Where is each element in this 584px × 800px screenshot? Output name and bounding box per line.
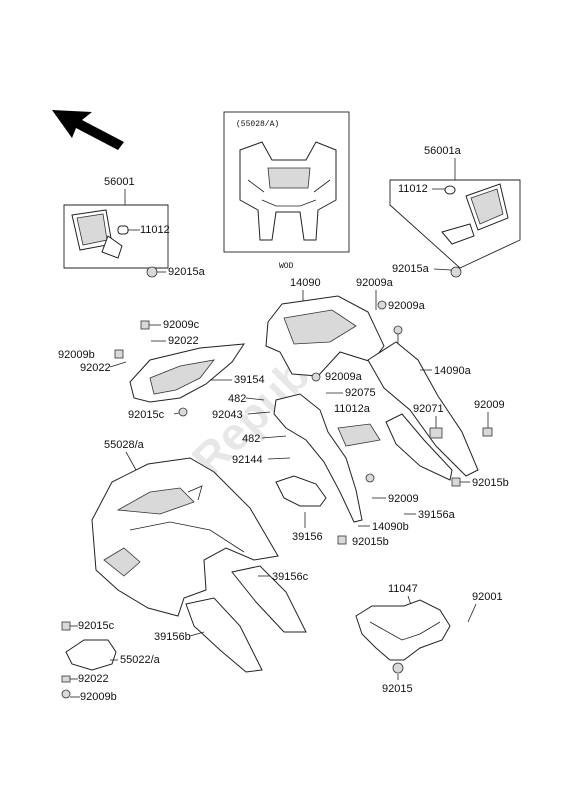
label-11047[interactable]: 11047 <box>388 583 418 595</box>
label-55028a[interactable]: 55028/a <box>104 439 145 451</box>
label-92022-mid[interactable]: 92022 <box>80 362 111 374</box>
label-92015a-right[interactable]: 92015a <box>392 263 430 275</box>
side-panels-group: 39156c 39156b <box>154 565 309 673</box>
mirror-right-icon <box>441 183 509 245</box>
label-11012-left[interactable]: 11012 <box>140 224 170 236</box>
label-39156c[interactable]: 39156c <box>272 571 309 583</box>
label-39156[interactable]: 39156 <box>292 531 323 543</box>
inner-cover-group: 14090a 92009a 92075 11012a 92071 92009 <box>311 341 505 477</box>
panel-39156-icon <box>275 475 327 507</box>
label-92009b-top[interactable]: 92009b <box>58 349 95 361</box>
inset-55028a: (55028/A) WOD <box>223 111 350 271</box>
label-11012a[interactable]: 11012a <box>334 403 371 415</box>
label-92015[interactable]: 92015 <box>382 683 413 695</box>
label-39156a[interactable]: 39156a <box>418 509 456 521</box>
mirror-left-box <box>63 204 169 269</box>
inset-label: (55028/A) <box>236 120 279 129</box>
panel-39156c-icon <box>231 565 307 633</box>
label-56001[interactable]: 56001 <box>104 176 135 188</box>
inner-cover-icon <box>367 341 479 477</box>
label-482-b[interactable]: 482 <box>242 433 260 445</box>
center-stay-group: 482 92043 482 92144 92015b 92009 39156a … <box>212 393 509 548</box>
label-92015c-bottom[interactable]: 92015c <box>78 620 115 632</box>
instrument-cover-group: 14090 92009a 92009a <box>265 277 426 377</box>
label-92009-right[interactable]: 92009 <box>474 399 505 411</box>
mirror-right-box <box>389 179 521 269</box>
label-92015b-right[interactable]: 92015b <box>472 477 509 489</box>
windshield-group: 92009c 92022 92009b 92022 39154 92015c <box>58 319 265 421</box>
panel-39156a-icon <box>385 413 453 481</box>
label-92015c-top[interactable]: 92015c <box>128 409 165 421</box>
label-92015a-left[interactable]: 92015a <box>168 266 206 278</box>
bracket-55022a-icon <box>65 639 117 671</box>
label-39156b[interactable]: 39156b <box>154 631 191 643</box>
label-92075[interactable]: 92075 <box>345 387 376 399</box>
label-92009a-3[interactable]: 92009a <box>325 371 363 383</box>
fairing-bracket-group: 11047 92001 92015 <box>355 583 503 695</box>
mirror-left-icon <box>71 209 129 259</box>
label-56001a[interactable]: 56001a <box>424 145 462 157</box>
inset-tag: WOD <box>279 262 294 271</box>
label-92009a-top[interactable]: 92009a <box>356 277 394 289</box>
label-482-a[interactable]: 482 <box>228 393 246 405</box>
lower-bracket-group: 92015c 55022/a 92022 92009b <box>61 620 161 703</box>
label-92144[interactable]: 92144 <box>232 454 263 466</box>
label-92009-mid[interactable]: 92009 <box>388 493 419 505</box>
label-92071[interactable]: 92071 <box>413 403 444 415</box>
label-92009c[interactable]: 92009c <box>163 319 200 331</box>
label-92001[interactable]: 92001 <box>472 591 503 603</box>
label-14090b[interactable]: 14090b <box>372 521 409 533</box>
label-11012-right[interactable]: 11012 <box>398 183 428 195</box>
label-92022-top[interactable]: 92022 <box>168 335 199 347</box>
label-92009b-bottom[interactable]: 92009b <box>80 691 117 703</box>
direction-arrow-icon <box>52 110 124 150</box>
label-92015b-bottom[interactable]: 92015b <box>352 536 389 548</box>
upper-fairing-group: 55028/a <box>91 439 279 617</box>
panel-39156b-icon <box>185 597 263 673</box>
label-92009a-2[interactable]: 92009a <box>388 300 426 312</box>
bracket-icon <box>355 599 451 661</box>
label-55022a[interactable]: 55022/a <box>120 654 161 666</box>
label-92022-bottom[interactable]: 92022 <box>78 673 109 685</box>
fairing-front-icon <box>239 141 337 241</box>
label-39154[interactable]: 39154 <box>234 374 265 386</box>
label-14090a[interactable]: 14090a <box>434 365 472 377</box>
upper-fairing-icon <box>91 457 279 617</box>
label-14090[interactable]: 14090 <box>290 277 321 289</box>
mirror-right-group: 56001a 11012 92015a <box>389 145 521 278</box>
stay-icon <box>273 393 363 523</box>
label-92043[interactable]: 92043 <box>212 409 243 421</box>
mirror-left-group: 56001 11012 92015a <box>63 176 206 278</box>
